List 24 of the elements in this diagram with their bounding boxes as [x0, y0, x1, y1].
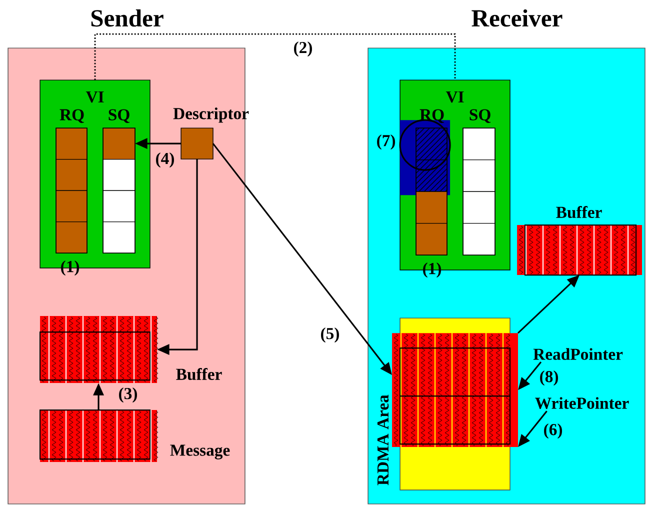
buffer-drawing [392, 333, 518, 448]
step-number: (7) [377, 134, 396, 150]
box-label: VI [86, 91, 104, 103]
step-number: (8) [540, 370, 558, 386]
dotted-line [94, 33, 456, 80]
column-label: RQ [420, 109, 444, 123]
column-label: SQ [470, 109, 490, 123]
area-label: RDMA Area [377, 394, 389, 486]
box-label: Descriptor [173, 108, 249, 123]
pointer-label: ReadPointer [533, 348, 623, 360]
box-label: VI [446, 91, 464, 103]
column-label: SQ [108, 109, 130, 123]
panel-title: Receiver [472, 9, 562, 27]
edge-label: (2) [292, 40, 314, 58]
edge-label: (3) [116, 386, 140, 404]
step-number: (6) [544, 424, 562, 439]
buffer-label: Buffer [556, 206, 602, 218]
edge-label: (5) [318, 326, 342, 344]
edge-label: (4) [154, 150, 176, 170]
panel-title: Sender [91, 9, 164, 27]
column-label: RQ [60, 109, 84, 123]
buffer-label: Buffer [176, 368, 222, 380]
buffer-label: Message [170, 444, 230, 460]
pointer-label: WritePointer [535, 397, 629, 409]
